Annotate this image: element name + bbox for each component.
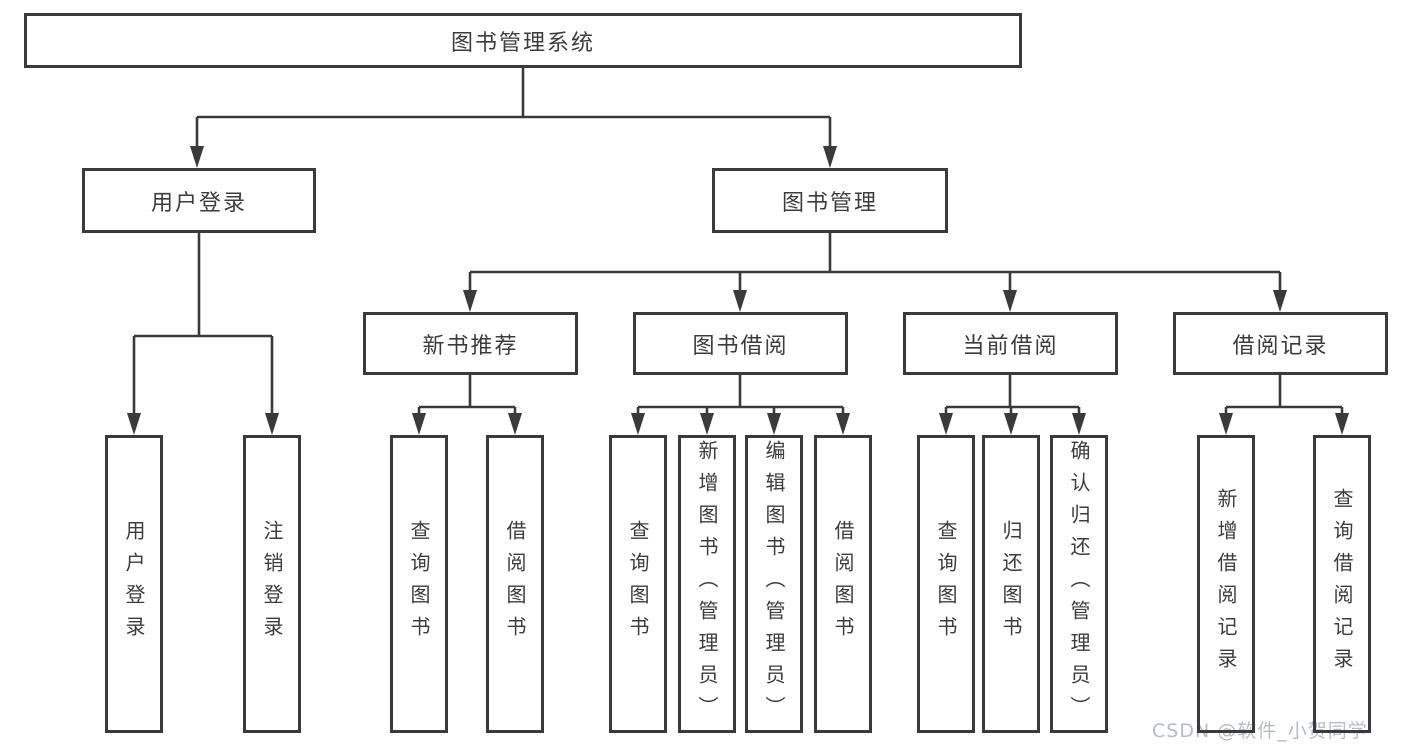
leaf-confirm-return-admin-label: 确认归还（管理员） bbox=[1067, 440, 1091, 728]
leaf-query-books-recommend-label: 查询图书 bbox=[407, 520, 431, 648]
leaf-query-books-borrowing-label: 查询图书 bbox=[626, 520, 650, 648]
leaf-query-borrow-record: 查询借阅记录 bbox=[1313, 435, 1371, 733]
leaf-edit-book-admin-label: 编辑图书（管理员） bbox=[762, 440, 786, 728]
node-borrowing-records-label: 借阅记录 bbox=[1232, 333, 1329, 359]
leaf-query-books-current-label: 查询图书 bbox=[934, 520, 958, 648]
node-new-book-recommendation: 新书推荐 bbox=[363, 312, 578, 375]
node-root-label: 图书管理系统 bbox=[450, 30, 595, 56]
leaf-logout: 注销登录 bbox=[243, 435, 301, 733]
leaf-user-login: 用户登录 bbox=[105, 435, 163, 733]
node-current-borrowing: 当前借阅 bbox=[903, 312, 1118, 375]
leaf-query-books-recommend: 查询图书 bbox=[390, 435, 448, 733]
leaf-borrow-books-recommend-label: 借阅图书 bbox=[503, 520, 527, 648]
leaf-add-borrow-record-label: 新增借阅记录 bbox=[1214, 488, 1238, 680]
node-current-borrowing-label: 当前借阅 bbox=[962, 333, 1059, 359]
leaf-borrow-books-recommend: 借阅图书 bbox=[486, 435, 544, 733]
leaf-query-books-borrowing: 查询图书 bbox=[609, 435, 667, 733]
leaf-edit-book-admin: 编辑图书（管理员） bbox=[745, 435, 803, 733]
leaf-return-books: 归还图书 bbox=[982, 435, 1040, 733]
node-book-borrowing-label: 图书借阅 bbox=[692, 333, 789, 359]
leaf-borrow-books-borrowing-label: 借阅图书 bbox=[831, 520, 855, 648]
leaf-query-books-current: 查询图书 bbox=[917, 435, 975, 733]
node-user-login-label: 用户登录 bbox=[150, 190, 247, 216]
leaf-add-borrow-record: 新增借阅记录 bbox=[1197, 435, 1255, 733]
leaf-borrow-books-borrowing: 借阅图书 bbox=[814, 435, 872, 733]
node-borrowing-records: 借阅记录 bbox=[1173, 312, 1388, 375]
node-new-book-recommendation-label: 新书推荐 bbox=[422, 333, 519, 359]
leaf-confirm-return-admin: 确认归还（管理员） bbox=[1050, 435, 1108, 733]
leaf-add-book-admin: 新增图书（管理员） bbox=[678, 435, 736, 733]
node-user-login: 用户登录 bbox=[82, 168, 316, 233]
node-book-management: 图书管理 bbox=[712, 168, 948, 233]
leaf-user-login-label: 用户登录 bbox=[122, 520, 146, 648]
leaf-query-borrow-record-label: 查询借阅记录 bbox=[1330, 488, 1354, 680]
node-root: 图书管理系统 bbox=[24, 13, 1022, 68]
node-book-management-label: 图书管理 bbox=[781, 190, 878, 216]
node-book-borrowing: 图书借阅 bbox=[633, 312, 848, 375]
leaf-logout-label: 注销登录 bbox=[260, 520, 284, 648]
leaf-add-book-admin-label: 新增图书（管理员） bbox=[695, 440, 719, 728]
leaf-return-books-label: 归还图书 bbox=[999, 520, 1023, 648]
